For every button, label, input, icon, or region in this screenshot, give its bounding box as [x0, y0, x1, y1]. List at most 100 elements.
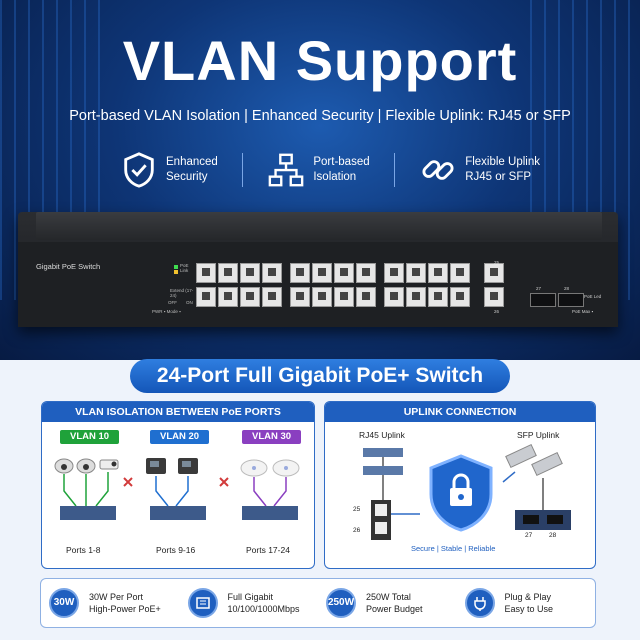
- feature-line2: 10/100/1000Mbps: [227, 604, 300, 614]
- port-number: 25: [494, 260, 500, 265]
- off-label: OFF: [168, 300, 177, 305]
- page-subtitle: Port-based VLAN Isolation | Enhanced Sec…: [69, 108, 571, 124]
- feature-line2: Easy to Use: [504, 604, 554, 614]
- sfp-module-icon: [505, 443, 537, 469]
- page-title: VLAN Support: [122, 29, 518, 92]
- rj45-port: [290, 287, 310, 307]
- feature-line1: Port-based: [313, 156, 370, 168]
- shield-check-icon: [124, 152, 154, 188]
- rj45-port: [312, 263, 332, 283]
- mini-switch-icon: [242, 506, 298, 520]
- cross-icon: [123, 477, 229, 487]
- feature-line1: Full Gigabit: [227, 592, 274, 602]
- rj45-port: [450, 263, 470, 283]
- rj45-port: [218, 263, 238, 283]
- vlan-ports-caption: Ports 9-16: [156, 545, 196, 555]
- led-poe-label: PoE: [180, 263, 189, 268]
- poe-led-label: PoE Led: [584, 294, 602, 299]
- mini-switch-icon: [150, 506, 206, 520]
- ip-phone-icon: [146, 458, 198, 474]
- rj45-port: [262, 287, 282, 307]
- vlan-tag: VLAN 10: [60, 430, 120, 444]
- link-led: [174, 270, 178, 274]
- led-link-label: Link: [180, 268, 189, 273]
- rj45-port: [196, 287, 216, 307]
- rj45-port: [196, 263, 216, 283]
- poe-led: [174, 265, 178, 269]
- mini-switch-icon: [60, 506, 116, 520]
- rj45-port: [356, 287, 376, 307]
- port-block-1-8: [194, 263, 284, 309]
- port-number: 26: [353, 527, 361, 534]
- sfp-number: 27: [536, 286, 542, 291]
- feature-line1: Flexible Uplink: [465, 156, 540, 168]
- plug-icon: [464, 588, 495, 618]
- mode-switch-label: Extend (17-24): [170, 288, 194, 298]
- rj45-port: [240, 263, 260, 283]
- pwr-mode-label: PWR ▪ Mode ▪: [152, 309, 181, 314]
- rj45-port: [290, 263, 310, 283]
- access-point-icon: [240, 459, 300, 477]
- rj45-port: [218, 287, 238, 307]
- uplink-port-26: [484, 287, 504, 307]
- feature-line1: 30W Per Port: [89, 592, 144, 602]
- panel-title: UPLINK CONNECTION: [325, 402, 595, 422]
- power-badge: 30W: [49, 588, 79, 618]
- rj45-port: [262, 263, 282, 283]
- product-banner: 24-Port Full Gigabit PoE+ Switch: [130, 359, 510, 393]
- port-number: 28: [549, 532, 557, 539]
- rj45-port: [334, 263, 354, 283]
- rj45-port: [428, 263, 448, 283]
- uplink-tagline: Secure | Stable | Reliable: [411, 544, 496, 553]
- poe-max-label: PoE Max ▪: [572, 309, 594, 314]
- port-number: 26: [494, 309, 500, 314]
- mini-switch-icon: [363, 466, 403, 475]
- switch-front-panel: [18, 242, 618, 327]
- rj45-uplink-label: RJ45 Uplink: [359, 430, 405, 440]
- port-block-17-24: [382, 263, 472, 309]
- feature-line2: Security: [166, 171, 208, 183]
- rj45-port: [450, 287, 470, 307]
- rj45-port: [428, 287, 448, 307]
- port-number: 27: [525, 532, 533, 539]
- rj45-port: [240, 287, 260, 307]
- switch-top: [36, 212, 602, 240]
- feature-line2: RJ45 or SFP: [465, 171, 532, 183]
- network-tree-icon: [269, 153, 304, 187]
- feature-line1: Enhanced: [166, 156, 218, 168]
- feature-gigabit: Full Gigabit 10/100/1000Mbps: [180, 588, 319, 618]
- sfp-uplink-label: SFP Uplink: [517, 430, 560, 440]
- rj45-port: [384, 287, 404, 307]
- port-block-uplink: [482, 263, 506, 309]
- feature-line1: 250W Total: [366, 592, 411, 602]
- rj45-port: [406, 263, 426, 283]
- port-block-9-16: [288, 263, 378, 309]
- uplink-panel: UPLINK CONNECTION RJ45 Uplink SFP Uplink…: [324, 401, 596, 569]
- uplink-port-25: [484, 263, 504, 283]
- rj45-port: [334, 287, 354, 307]
- feature-line2: Power Budget: [366, 604, 423, 614]
- security-shield-icon: [429, 454, 493, 532]
- uplink-diagram: [363, 443, 571, 540]
- ethernet-port-icon: [187, 588, 218, 618]
- divider: [242, 153, 244, 187]
- mini-switch-icon: [363, 448, 403, 457]
- hero-section: VLAN Support Port-based VLAN Isolation |…: [0, 0, 640, 360]
- sfp-port-28: [558, 293, 584, 307]
- camera-icon: [54, 458, 119, 474]
- vlan-ports-caption: Ports 1-8: [66, 545, 101, 555]
- on-label: ON: [186, 300, 193, 305]
- switch-label: Gigabit PoE Switch: [36, 262, 101, 271]
- panel-title: VLAN ISOLATION BETWEEN PoE PORTS: [42, 402, 314, 422]
- power-badge: 250W: [326, 588, 356, 618]
- vlan-tag: VLAN 30: [242, 430, 302, 444]
- port-number: 25: [353, 506, 361, 513]
